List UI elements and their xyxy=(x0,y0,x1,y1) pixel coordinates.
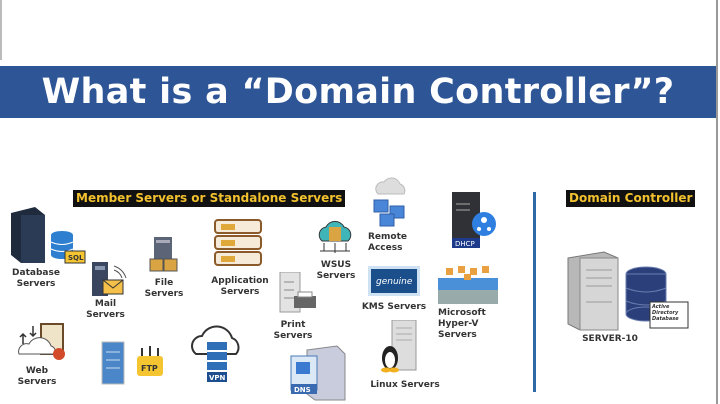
web-server-icon xyxy=(18,323,65,360)
ftp-badge: FTP xyxy=(141,364,158,373)
linux-server-icon xyxy=(381,320,417,373)
domain-controller-heading: Domain Controller xyxy=(566,190,696,207)
file-server-icon xyxy=(149,237,178,272)
vpn-badge: VPN xyxy=(209,374,226,382)
title-banner: What is a “Domain Controller”? xyxy=(0,66,716,118)
svg-text:genuine: genuine xyxy=(376,277,413,287)
hyper-v-icon xyxy=(438,266,498,304)
server-name-label: SERVER-10 xyxy=(582,334,638,344)
ftp-server-icon: FTP xyxy=(101,341,163,385)
slide-edge xyxy=(0,0,2,60)
remote-access-icon xyxy=(373,177,406,227)
linux-servers-label: Linux Servers xyxy=(370,380,440,390)
dns-server-icon: DNS xyxy=(290,345,346,401)
dhcp-badge: DHCP xyxy=(455,240,475,248)
section-divider xyxy=(533,192,536,392)
slide-edge xyxy=(716,0,718,404)
mail-server-icon xyxy=(92,262,127,296)
vpn-cloud-icon: VPN xyxy=(191,325,240,382)
kms-genuine-icon: genuine xyxy=(368,266,420,296)
domain-controller-server-icon xyxy=(567,251,689,331)
slide-title: What is a “Domain Controller”? xyxy=(41,72,675,112)
dns-badge: DNS xyxy=(294,386,311,394)
member-servers-heading: Member Servers or Standalone Servers xyxy=(73,190,346,207)
kms-servers-label: KMS Servers xyxy=(361,302,427,312)
sql-badge: SQL xyxy=(68,254,84,262)
application-server-icon xyxy=(214,219,262,266)
wsus-cloud-icon xyxy=(318,220,352,253)
database-server-icon: SQL xyxy=(11,207,86,264)
print-server-icon xyxy=(279,272,316,313)
dhcp-server-icon: DHCP xyxy=(452,192,496,248)
